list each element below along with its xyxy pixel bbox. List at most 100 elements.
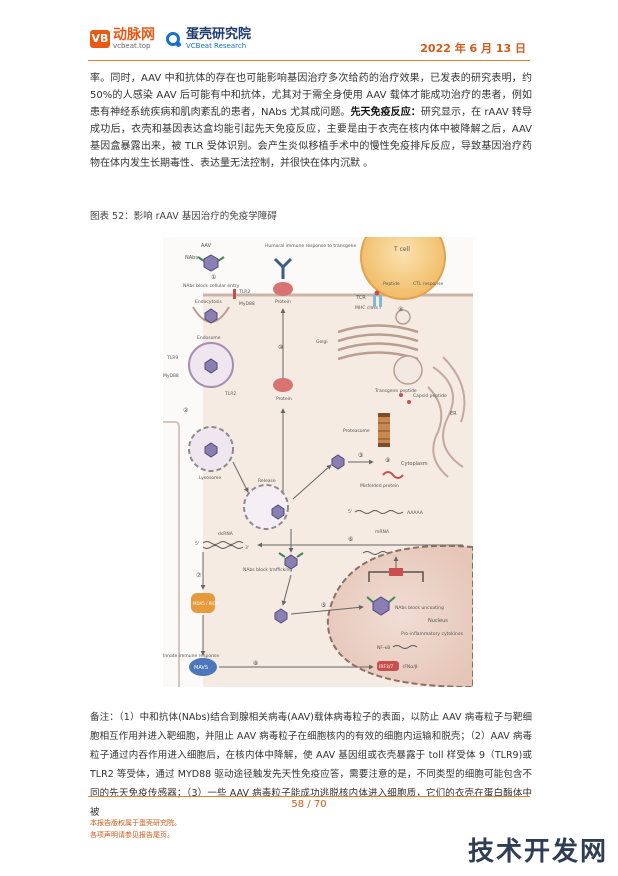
body-text-1: 率。同时，AAV 中和抗体的存在也可能影响基因治疗多次给药的治疗效果，已发表的研…	[90, 73, 532, 118]
nabs-antibody-icon	[197, 256, 225, 262]
capsid-peptide-label: Capsid peptide	[413, 393, 447, 399]
aav-virion-lysosome	[204, 442, 218, 458]
step-8: ⑧	[253, 660, 258, 667]
step-10: ⑩	[278, 344, 283, 351]
tlr2-receptor-top	[233, 289, 236, 299]
tlr9-label: TLR9	[166, 355, 178, 361]
ifn-label: IFNα/β	[403, 664, 418, 670]
arrow-to-release	[232, 461, 249, 493]
vcbeat-research-logo: 蛋壳研究院 VCBeat Research	[166, 28, 251, 50]
step-4: ④	[398, 306, 403, 313]
endocytosis-label: Endocytosis	[195, 299, 223, 305]
nfkb-label: NF-κB	[377, 645, 390, 651]
figure-note: 备注：（1）中和抗体(NAbs)结合到腺相关病毒(AAV)载体病毒粒子的表面，以…	[90, 712, 532, 818]
proteasome-label: Proteasome	[343, 428, 370, 434]
peptide-dot	[374, 290, 380, 296]
tlr2-label: TLR2	[224, 391, 236, 397]
figure-title: 图表 52：影响 rAAV 基因治疗的免疫学障碍	[90, 211, 277, 222]
vcbeat-logo-name: 动脉网	[113, 27, 155, 43]
peptide-label-top: Peptide	[383, 281, 400, 287]
mrna-strand-top: 5' AAAAA	[348, 509, 424, 516]
protein-icon-mid	[273, 378, 293, 392]
irf-label: IRF3/7	[379, 664, 393, 670]
aav-virion-endocytosis	[204, 308, 218, 324]
proinflam-label: Pro-inflammatory cytokines	[401, 631, 464, 637]
mda5-label: MDA5 / RIG-I	[193, 601, 218, 606]
aav-virion-endosome	[204, 358, 218, 374]
cell-membrane-left	[163, 421, 180, 687]
step-2: ②	[183, 407, 189, 414]
endoplasmic-reticulum	[427, 356, 466, 478]
nabs-antibody-trafficking	[278, 552, 304, 558]
aav-virion-trafficking	[284, 554, 298, 570]
tlr2-top-label: TLR2	[238, 289, 250, 295]
nabs-block-entry-label: NAbs block cellular entry	[183, 283, 240, 289]
step-6: ⑥	[348, 536, 353, 543]
arrow-to-cytoplasm	[292, 464, 332, 500]
vcbeat-logo-url: vcbeat.top	[113, 42, 151, 50]
humoral-label: Humoral immune response to transgene	[265, 243, 356, 249]
transgene-peptide-dot	[399, 393, 403, 397]
golgi-label: Golgi	[316, 339, 328, 345]
nucleus	[326, 544, 473, 687]
tcr-label: TCR	[355, 295, 366, 301]
nucleus-label: Nucleus	[428, 618, 448, 624]
tcell-label: T cell	[393, 246, 410, 253]
vcbeat-logo-icon: VB	[90, 30, 110, 48]
protein-label-top: Protein	[275, 299, 291, 305]
svg-text:5': 5'	[348, 509, 352, 515]
immune-barriers-diagram: T cell TCR Peptide MHC class I CTL respo…	[163, 237, 473, 687]
myd88-top-label: MyD88	[239, 301, 255, 307]
transgene-peptide-label: Transgene peptide	[374, 388, 417, 394]
aav-virion-cytoplasm	[331, 454, 345, 470]
aav-virion-lower	[274, 608, 288, 624]
page-number: 58 / 70	[291, 799, 327, 810]
header-rule	[88, 60, 530, 61]
cytoplasm-label: Cytoplasm	[401, 461, 428, 467]
nabs-antibody-nucleus	[366, 596, 396, 603]
body-text-2: 研究显示，在 rAAV 转导成功后，衣壳和基因表达盒均能引起先天免疫反应，主要是…	[90, 107, 532, 169]
ctl-label: CTL response	[413, 281, 443, 287]
body-paragraph: 率。同时，AAV 中和抗体的存在也可能影响基因治疗多次给药的治疗效果，已发表的研…	[90, 70, 532, 172]
mhc-label: MHC class I	[355, 305, 381, 311]
aav-virion-icon	[203, 254, 219, 272]
irf-box	[377, 661, 399, 671]
vesicle-ctl	[395, 309, 411, 325]
statement-disclaimer: 各项声明请参见报告尾页。	[90, 831, 174, 839]
er-label: ER	[450, 411, 457, 417]
dsrna-label: dsRNA	[218, 531, 234, 537]
arrow-to-nucleus	[290, 604, 364, 615]
release-label: Release	[258, 478, 276, 484]
dsrna-strand: 5' 3'	[195, 541, 249, 551]
vesicle-mhc	[393, 355, 423, 385]
step-3: ③	[358, 452, 363, 459]
svg-text:5': 5'	[195, 541, 199, 547]
mavs-label: MAVS	[194, 665, 208, 671]
step-1: ①	[211, 274, 216, 281]
step-7: ⑦	[196, 572, 202, 579]
capsid-peptide-dot	[407, 400, 411, 404]
report-date: 2022 年 6 月 13 日	[420, 42, 526, 55]
mda5-box	[191, 593, 215, 613]
mavs-node	[189, 658, 217, 676]
mrna-label: mRNA	[375, 529, 390, 535]
svg-text:AAAAA: AAAAA	[407, 510, 424, 516]
protein-icon-top	[273, 282, 293, 296]
step-5: ⑤	[321, 602, 326, 609]
body-bold-heading: 先天免疫反应：	[350, 107, 421, 118]
tcr-receptor	[379, 295, 382, 307]
aav-label: AAV	[201, 243, 212, 249]
innate-label: Innate immune response	[163, 653, 219, 659]
site-watermark: 技术开发网	[467, 837, 608, 867]
vcbeat-research-sub: VCBeat Research	[186, 42, 247, 50]
cassette-promoter	[389, 568, 403, 576]
myd88-label: MyD88	[163, 373, 179, 379]
endosome-label: Endosome	[197, 335, 221, 341]
nabs-uncoat-label: NAbs block uncoating	[395, 605, 444, 611]
antibody-icon-top	[273, 257, 293, 279]
vcbeat-logo: VB 动脉网 vcbeat.top	[90, 28, 155, 50]
misfolded-protein-icon	[382, 471, 404, 479]
page-header: VB 动脉网 vcbeat.top 蛋壳研究院 VCBeat Research …	[0, 0, 618, 62]
aav-virion-release	[271, 504, 285, 520]
misfolded-label: Misfolded protein	[360, 483, 399, 489]
